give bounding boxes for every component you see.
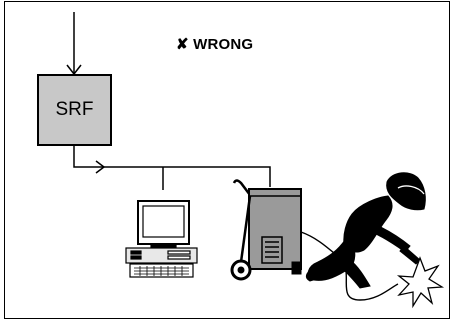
diagram-frame bbox=[4, 1, 450, 319]
wrong-heading: ✘ WRONG bbox=[176, 36, 254, 53]
desktop-computer-icon bbox=[125, 200, 198, 278]
connection-line bbox=[73, 145, 271, 190]
srf-label: SRF bbox=[55, 99, 94, 120]
welding-machine-icon bbox=[230, 179, 302, 281]
weld-spark-icon bbox=[396, 256, 445, 309]
welder-figure-icon bbox=[305, 172, 426, 289]
input-arrow bbox=[66, 12, 82, 76]
welding-cable bbox=[300, 231, 399, 301]
srf-box bbox=[37, 74, 112, 146]
